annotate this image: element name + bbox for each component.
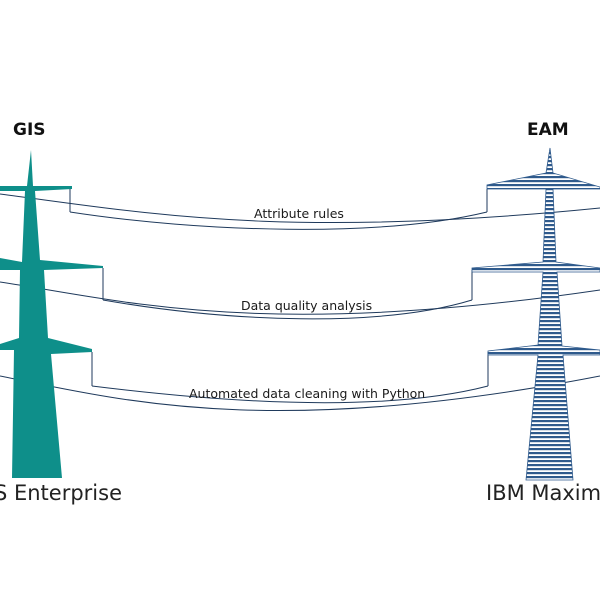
cable-2-wire-upper <box>0 281 600 315</box>
cable-label-data-quality-analysis: Data quality analysis <box>241 298 373 313</box>
cable-label-data-cleaning: Automated data cleaning with Python <box>189 386 426 401</box>
eam-heading: EAM <box>527 120 569 140</box>
right-tower-body <box>471 147 600 481</box>
cable-2-wire-lower <box>102 299 473 320</box>
cable-1-wire-upper <box>0 193 600 224</box>
cable-3 <box>0 352 600 412</box>
arcgis-enterprise-label: ArcGIS Enterprise <box>0 481 122 505</box>
ibm-maximo-label: IBM Maximo <box>486 481 600 505</box>
gis-heading: GIS <box>13 120 46 140</box>
cable-1 <box>0 189 600 230</box>
cable-label-attribute-rules: Attribute rules <box>254 206 344 221</box>
right-tower <box>471 147 600 481</box>
cable-3-wire-lower <box>91 385 489 404</box>
cable-1-wire-lower <box>69 211 488 230</box>
left-tower-body <box>0 150 103 478</box>
left-tower <box>0 150 103 478</box>
cable-2 <box>0 268 600 320</box>
